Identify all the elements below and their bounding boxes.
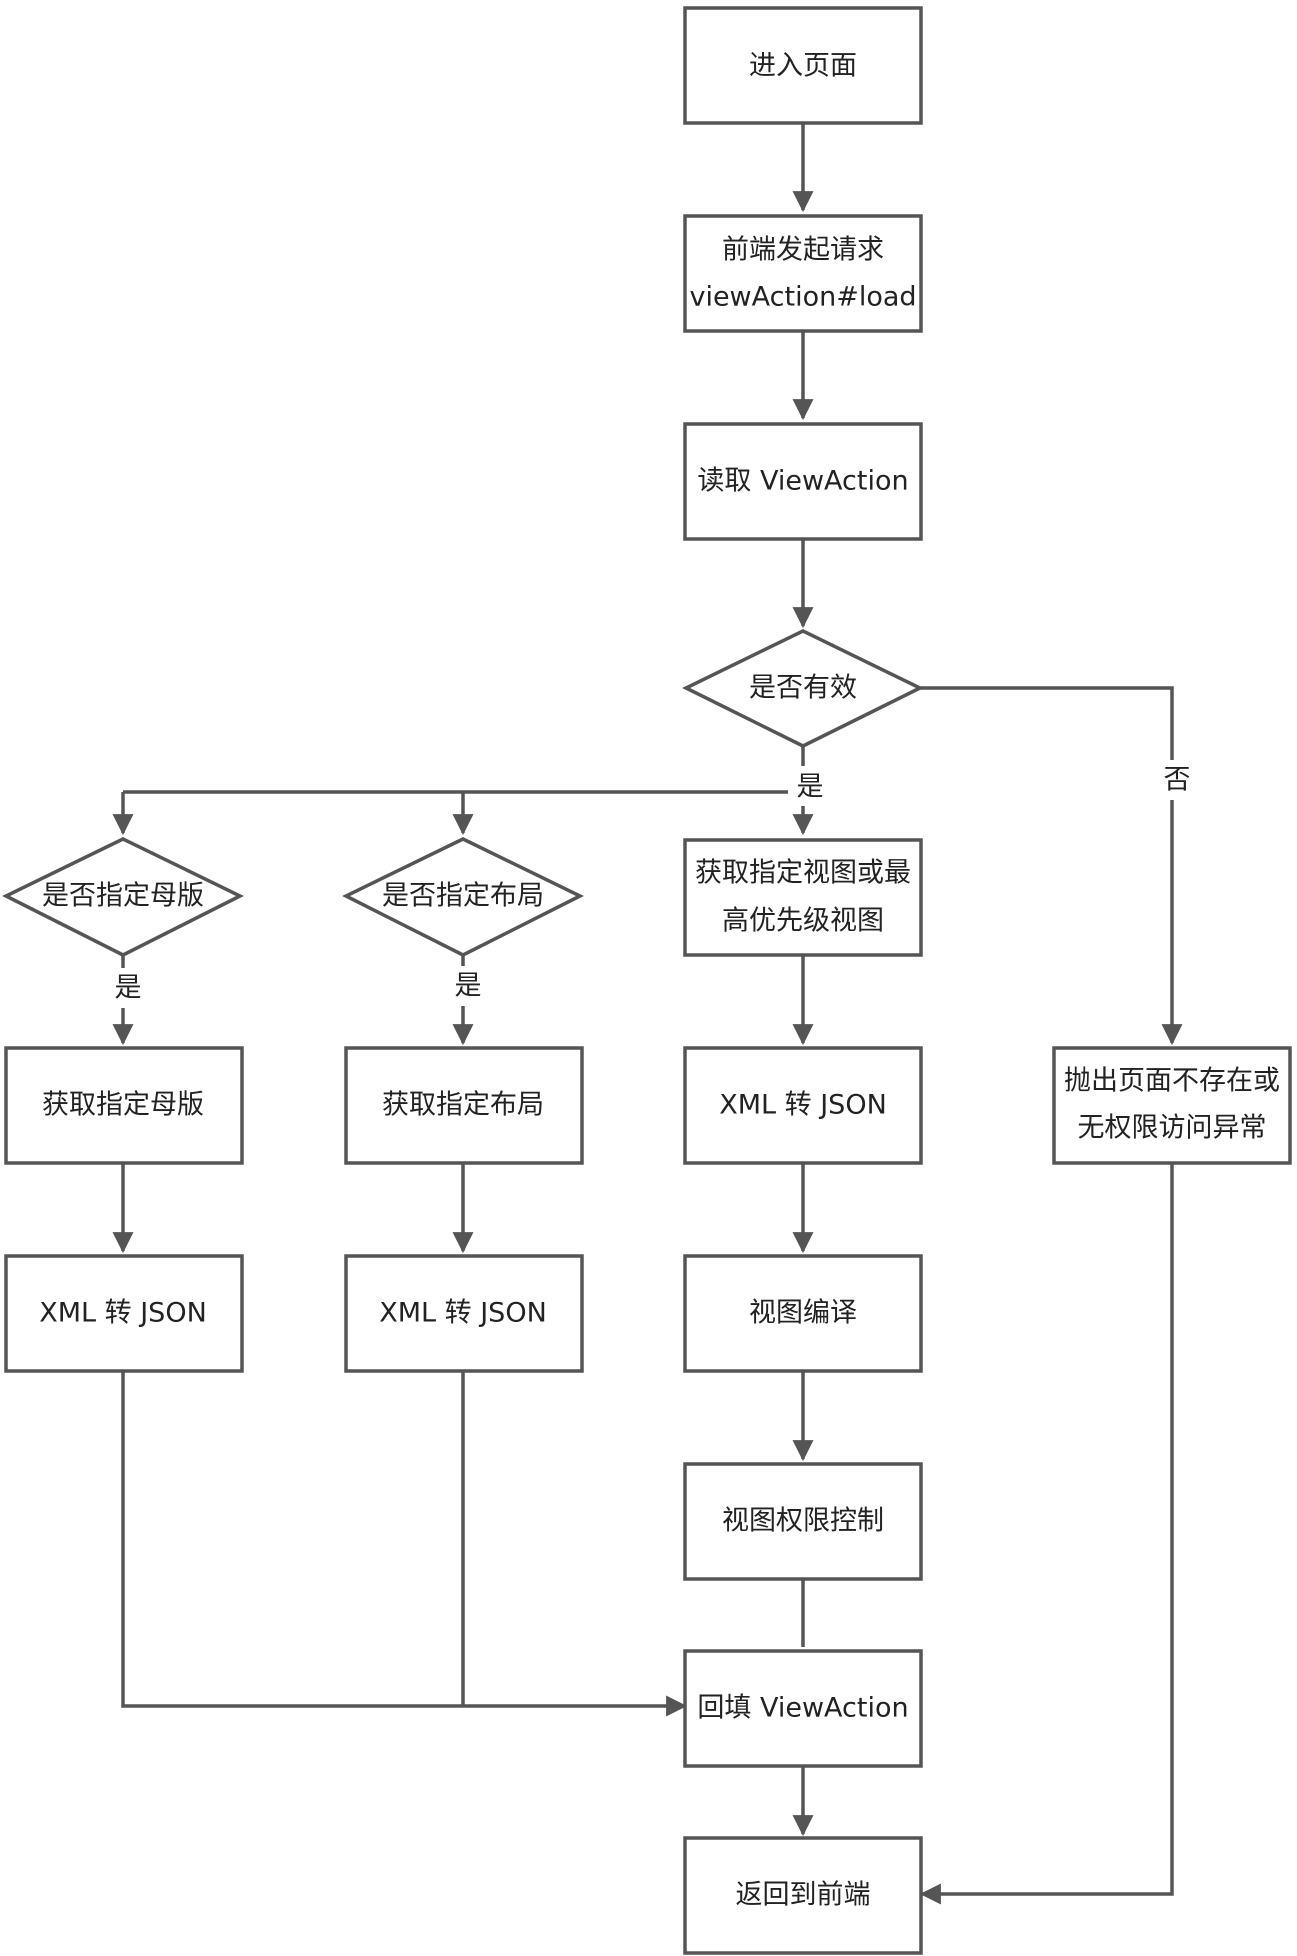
- node-frontend-request-line2: viewAction#load: [689, 282, 916, 313]
- node-view-compile: 视图编译: [683, 1254, 923, 1373]
- node-xml-to-json-master: XML 转 JSON: [4, 1254, 244, 1373]
- node-throw-exception-line2: 无权限访问异常: [1078, 1113, 1267, 1144]
- edge-label-master-yes: 是: [115, 973, 142, 1004]
- edge-master-xml-to-backfill: [121, 1371, 688, 1717]
- node-backfill-viewaction: 回填 ViewAction: [683, 1649, 923, 1768]
- node-return-frontend: 返回到前端: [683, 1836, 923, 1955]
- node-read-viewaction: 读取 ViewAction: [683, 422, 923, 541]
- node-is-layout-specified: 是否指定布局: [342, 837, 584, 957]
- node-return-frontend-label: 返回到前端: [736, 1880, 871, 1911]
- edge-valid-no: [920, 686, 1183, 1046]
- node-get-view-line2: 高优先级视图: [722, 906, 884, 937]
- nodes: 进入页面 前端发起请求 viewAction#load 读取 ViewActio…: [2, 6, 1292, 1955]
- node-enter-page-label: 进入页面: [749, 51, 857, 82]
- node-throw-exception: 抛出页面不存在或 无权限访问异常: [1052, 1046, 1292, 1165]
- node-get-master-label: 获取指定母版: [42, 1090, 204, 1121]
- edges: [112, 123, 1183, 1905]
- node-frontend-request: 前端发起请求 viewAction#load: [683, 214, 923, 333]
- node-view-compile-label: 视图编译: [749, 1298, 857, 1329]
- edge-exception-to-return: [919, 1163, 1174, 1905]
- node-xml-to-json-layout-label: XML 转 JSON: [379, 1298, 547, 1329]
- node-read-viewaction-label: 读取 ViewAction: [697, 466, 908, 497]
- node-is-master-specified: 是否指定母版: [2, 837, 244, 957]
- node-backfill-viewaction-label: 回填 ViewAction: [697, 1693, 908, 1724]
- node-is-valid-label: 是否有效: [749, 673, 857, 704]
- node-frontend-request-line1: 前端发起请求: [722, 235, 884, 266]
- edge-label-valid-yes: 是: [797, 772, 824, 803]
- node-get-view-line1: 获取指定视图或最: [695, 858, 911, 889]
- node-enter-page: 进入页面: [683, 6, 923, 125]
- node-get-layout-label: 获取指定布局: [382, 1090, 544, 1121]
- node-is-valid: 是否有效: [682, 629, 924, 748]
- node-view-permission-label: 视图权限控制: [722, 1506, 884, 1537]
- node-is-master-specified-label: 是否指定母版: [42, 881, 204, 912]
- node-get-view: 获取指定视图或最 高优先级视图: [683, 838, 923, 957]
- node-is-layout-specified-label: 是否指定布局: [382, 881, 544, 912]
- node-xml-to-json-master-label: XML 转 JSON: [39, 1298, 207, 1329]
- edge-label-layout-yes: 是: [455, 971, 482, 1002]
- edge-labels: 是 否 是 是: [108, 760, 1191, 1008]
- node-xml-to-json-center: XML 转 JSON: [683, 1046, 923, 1165]
- node-throw-exception-line1: 抛出页面不存在或: [1064, 1066, 1280, 1097]
- edge-label-valid-no: 否: [1164, 765, 1191, 796]
- node-view-permission: 视图权限控制: [683, 1462, 923, 1581]
- node-get-master: 获取指定母版: [4, 1046, 244, 1165]
- node-xml-to-json-layout: XML 转 JSON: [344, 1254, 584, 1373]
- node-xml-to-json-center-label: XML 转 JSON: [719, 1090, 887, 1121]
- node-get-layout: 获取指定布局: [344, 1046, 584, 1165]
